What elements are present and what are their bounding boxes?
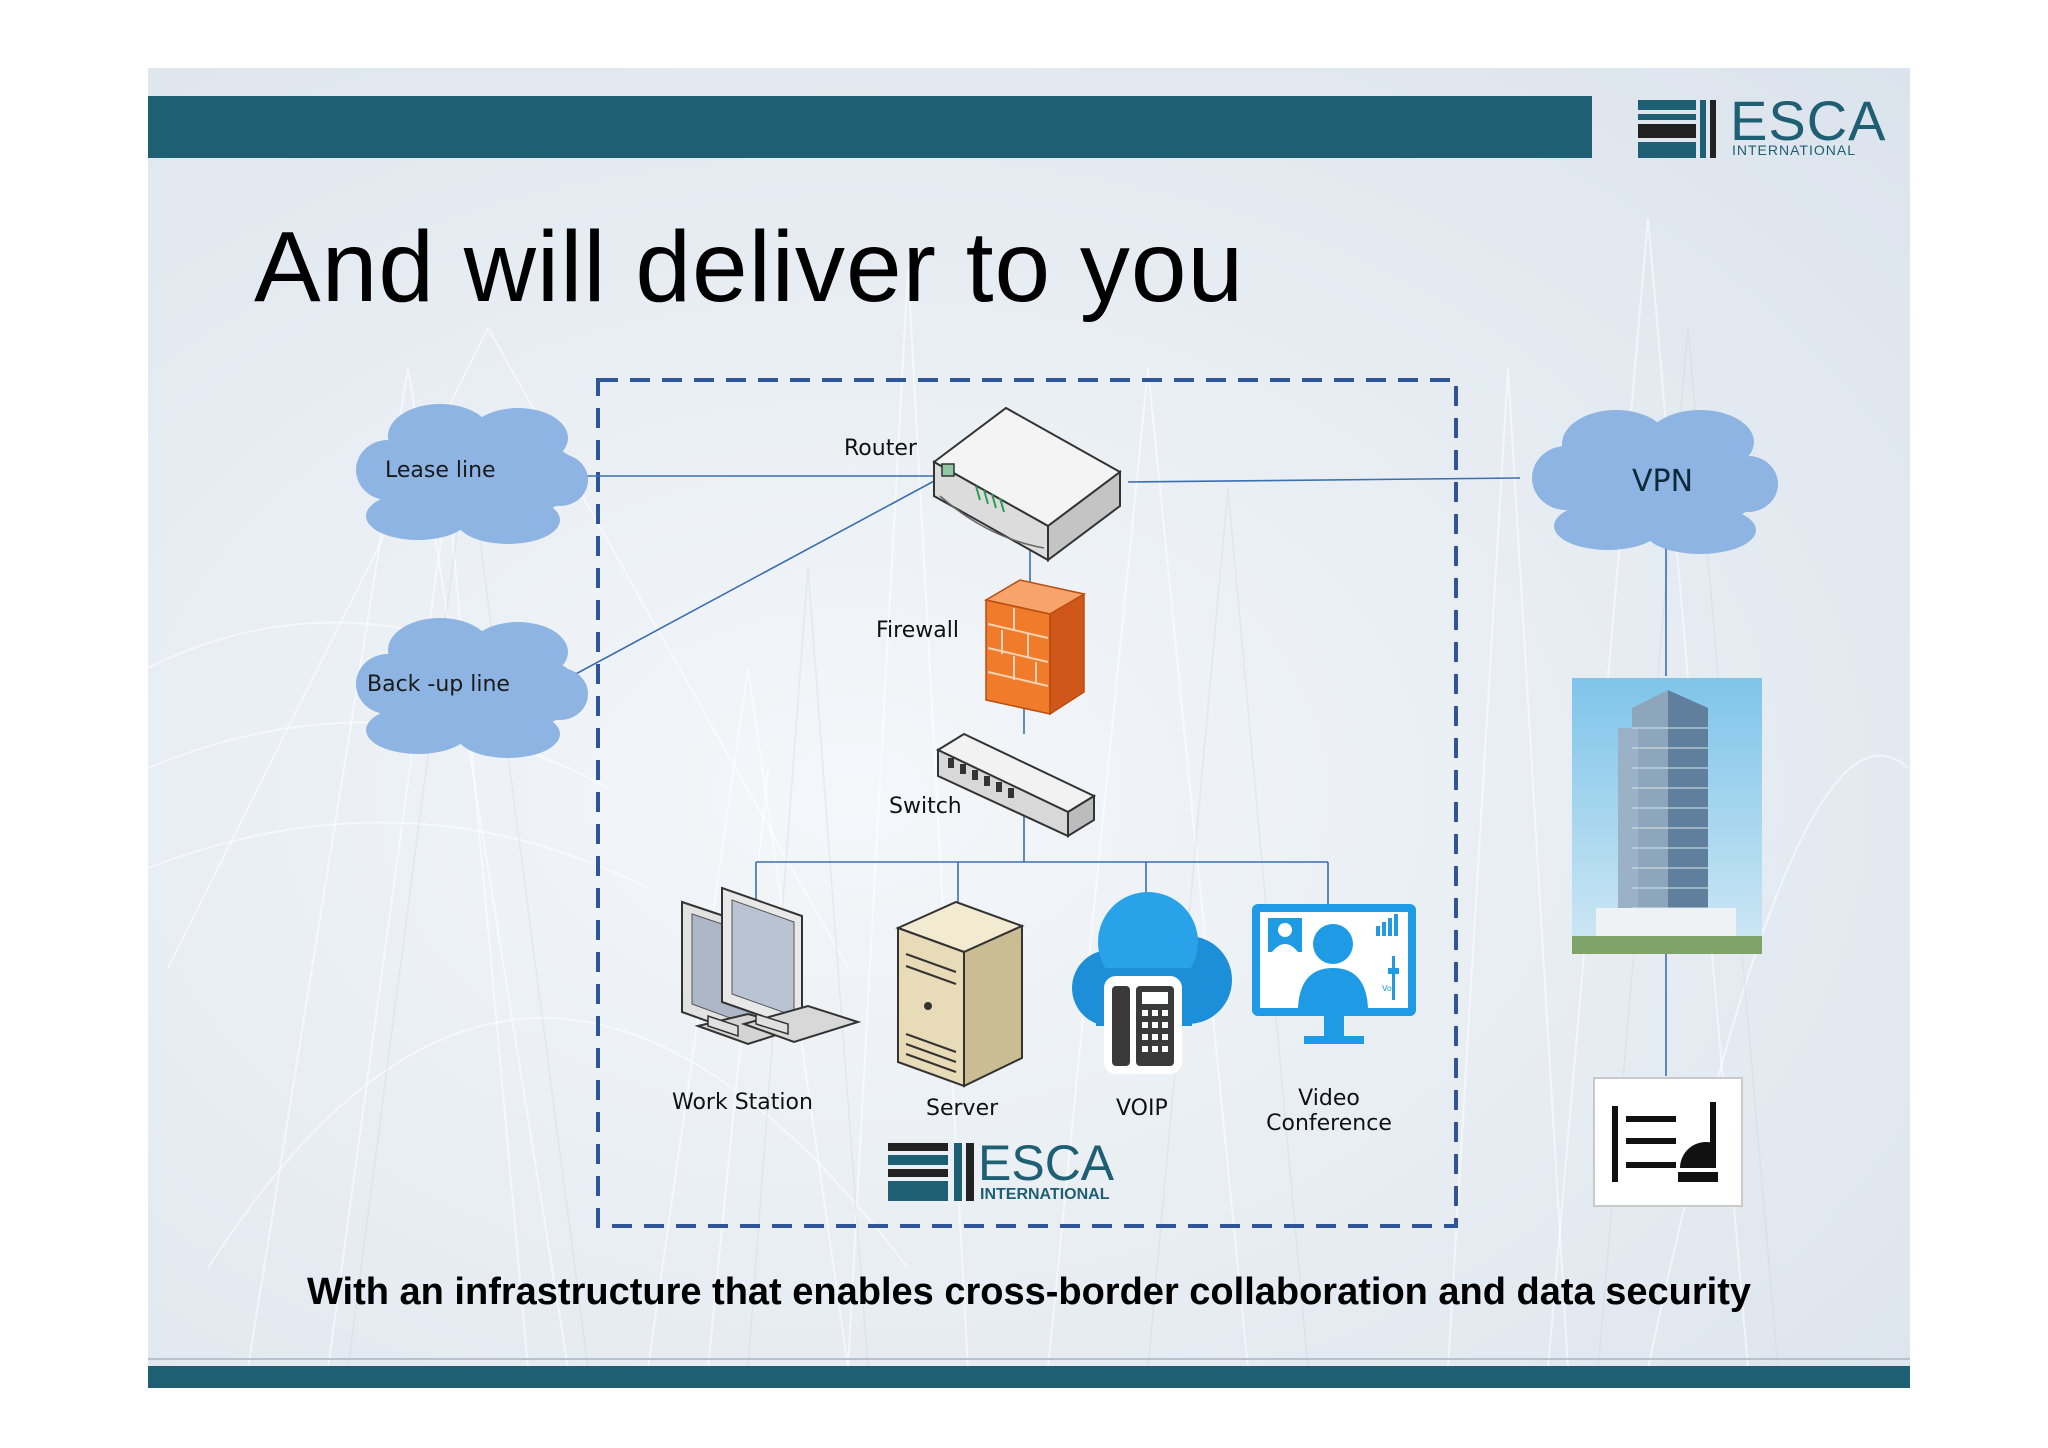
esca-square-logo (1593, 1077, 1743, 1207)
server-icon (895, 900, 1025, 1088)
voip-icon (1072, 892, 1232, 1074)
footer-divider (148, 1358, 1910, 1360)
backup-line-cloud (356, 618, 588, 758)
switch-icon (935, 732, 1097, 838)
lease-line-label: Lease line (385, 458, 496, 483)
video-conference-label-line2: Conference (1266, 1111, 1392, 1136)
router-icon (932, 406, 1122, 562)
esca-logo-header-subtitle: INTERNATIONAL (1732, 142, 1856, 158)
esca-logo-center (888, 1143, 974, 1201)
esca-logo-header (1638, 100, 1716, 158)
vpn-cloud (1532, 410, 1778, 554)
firewall-label: Firewall (876, 618, 959, 643)
router-label: Router (844, 436, 917, 461)
office-building-image (1572, 678, 1762, 954)
connector-backup-router (571, 479, 937, 677)
backup-line-label: Back -up line (367, 672, 510, 697)
footer-bar (148, 1366, 1910, 1388)
connector-router-vpn (1127, 477, 1521, 483)
firewall-icon (983, 579, 1087, 716)
workstation-label: Work Station (672, 1090, 813, 1115)
connectors (571, 475, 1667, 1076)
vpn-label: VPN (1632, 464, 1694, 499)
video-conference-icon (1252, 904, 1416, 1044)
lease-line-cloud (356, 404, 588, 544)
esca-logo-center-text: ESCA (978, 1135, 1115, 1191)
video-volume-label: Vol (1382, 984, 1394, 993)
esca-logo-center-subtitle: INTERNATIONAL (980, 1186, 1110, 1203)
switch-label: Switch (889, 794, 962, 819)
video-conference-label-line1: Video (1298, 1086, 1360, 1111)
voip-label: VOIP (1116, 1096, 1168, 1121)
slide-title: And will deliver to you (254, 211, 1245, 323)
workstation-icon (681, 886, 862, 1046)
header-bar (148, 96, 1592, 158)
network-diagram (356, 378, 1778, 1228)
slide-caption: With an infrastructure that enables cros… (307, 1271, 1751, 1313)
video-conference-label: Video Conference (1266, 1086, 1392, 1136)
network-boundary (596, 378, 1458, 1228)
esca-logo-header-text: ESCA (1730, 89, 1887, 152)
slide: ESCA INTERNATIONAL And will deliver to y… (148, 68, 1910, 1388)
server-label: Server (926, 1096, 999, 1121)
